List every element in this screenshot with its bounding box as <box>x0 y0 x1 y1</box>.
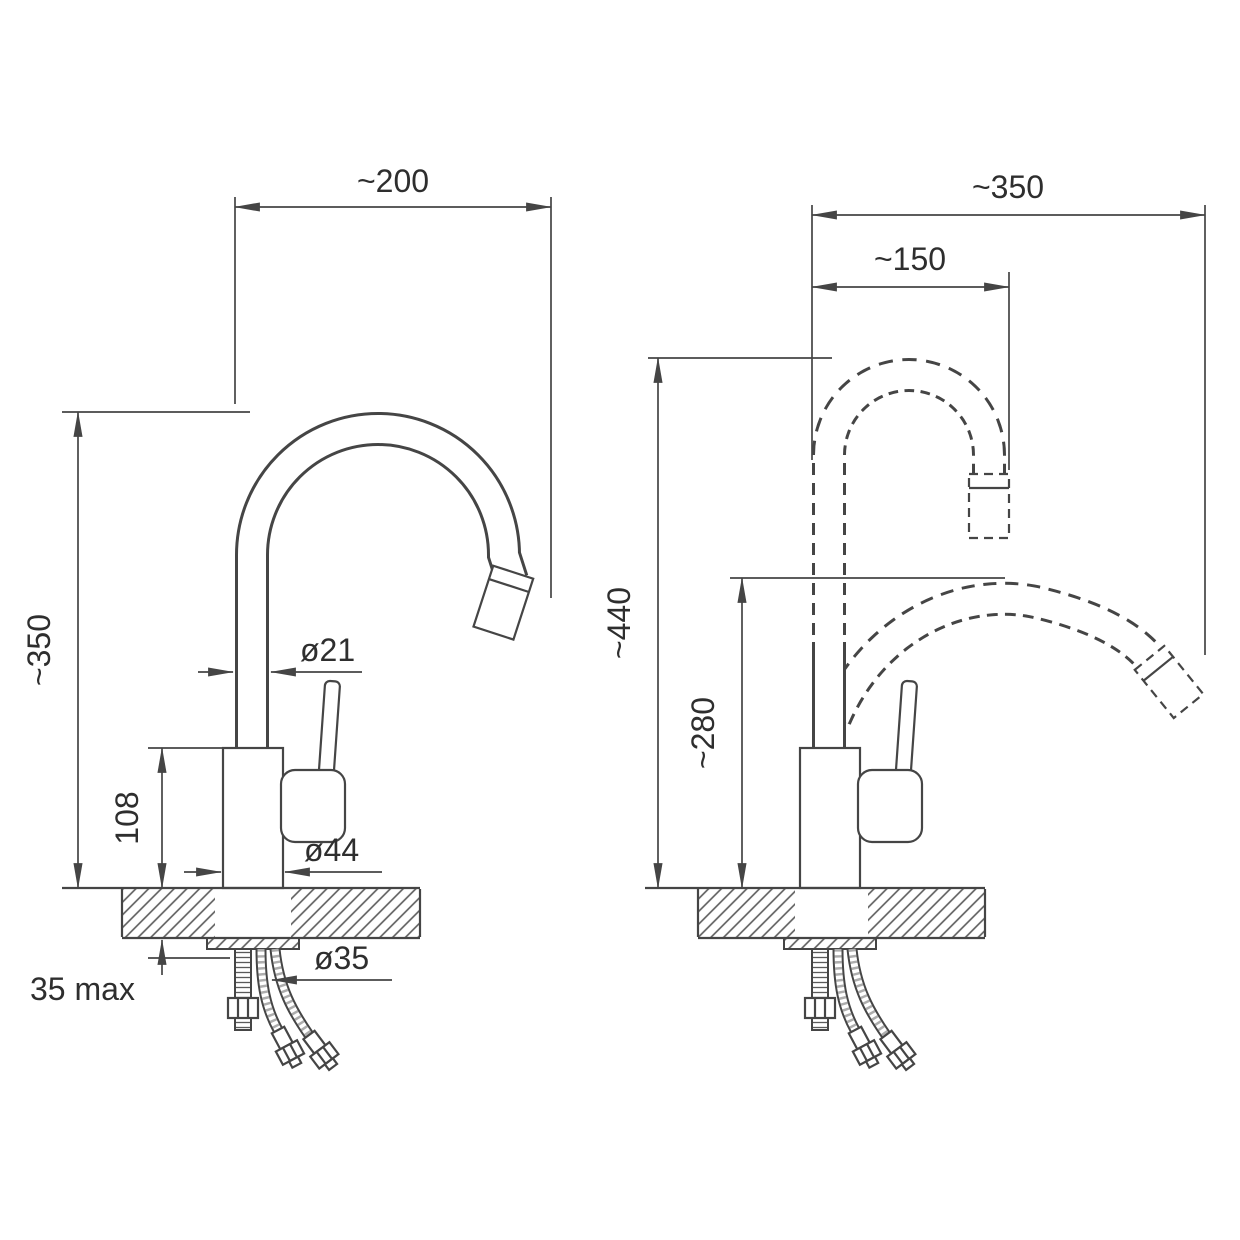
handle-lever <box>894 679 918 777</box>
counter-hatch-right <box>291 889 420 937</box>
mount-nut <box>803 996 837 1020</box>
dim-body-height: 108 <box>109 746 222 890</box>
dim-label-upper-reach: ~150 <box>874 241 946 277</box>
dim-label-max-reach: ~350 <box>972 169 1044 205</box>
supply-hose-2 <box>846 948 917 1072</box>
dim-upper-reach: ~150 <box>810 241 1011 470</box>
right-body <box>798 746 862 890</box>
spout-lowered-fill <box>822 584 1163 724</box>
right-mounting-hardware <box>783 937 917 1072</box>
dim-label-spout-reach: ~200 <box>357 163 429 199</box>
dim-label-mount-hole: ø35 <box>314 940 369 976</box>
spout-raised-fill <box>815 361 1003 655</box>
nozzle-band <box>488 577 530 594</box>
handle-base <box>279 768 347 844</box>
dim-max-height: ~440 <box>601 356 832 890</box>
left-view: ~200 ~350 ø21 108 ø44 ø35 <box>21 163 553 1072</box>
dim-label-body-height: 108 <box>109 791 145 844</box>
dim-mount-hole: ø35 <box>270 940 392 985</box>
handle-lever <box>317 679 341 777</box>
left-body <box>221 746 285 890</box>
mount-washer <box>783 937 877 950</box>
mount-washer <box>206 937 300 950</box>
right-spout-raised-position <box>812 358 1011 655</box>
left-mounting-hardware <box>206 937 340 1072</box>
hose-fitting-2 <box>301 1029 340 1072</box>
right-spout-lowered-position <box>819 581 1205 726</box>
left-handle <box>279 679 347 844</box>
dim-lowered-height: ~280 <box>685 576 1005 890</box>
mount-stud <box>234 948 252 999</box>
dim-max-reach: ~350 <box>810 169 1207 655</box>
left-countertop <box>62 886 422 940</box>
hose-fitting-1 <box>847 1025 883 1070</box>
mount-nut <box>226 996 260 1020</box>
dim-label-counter-thickness: 35 max <box>30 971 135 1007</box>
right-countertop <box>645 886 987 940</box>
dim-label-base-diameter: ø44 <box>304 832 359 868</box>
dim-spout-reach: ~200 <box>233 163 553 598</box>
hose-fitting-1 <box>270 1025 306 1070</box>
left-nozzle <box>472 564 535 641</box>
supply-hose-2 <box>269 948 340 1072</box>
counter-hatch-right <box>868 889 985 937</box>
dim-label-lowered-height: ~280 <box>685 697 721 769</box>
counter-hatch-left <box>122 889 215 937</box>
nozzle-body <box>472 564 535 641</box>
left-spout <box>235 412 529 780</box>
dim-overall-height: ~350 <box>21 410 250 890</box>
mount-stud-tip <box>811 1017 829 1031</box>
hose-fitting-2 <box>878 1029 917 1072</box>
supply-hose-1 <box>255 948 306 1070</box>
nozzle-raised <box>967 472 1011 540</box>
dim-label-tube-diameter: ø21 <box>300 632 355 668</box>
handle-base <box>856 768 924 844</box>
dim-base-diameter: ø44 <box>184 832 382 877</box>
dim-label-max-height: ~440 <box>601 587 637 659</box>
right-view: ~350 ~150 ~440 ~280 <box>601 169 1207 1072</box>
counter-hatch-left <box>698 889 795 937</box>
supply-hose-1 <box>832 948 883 1070</box>
mount-stud <box>811 948 829 999</box>
dim-label-overall-height: ~350 <box>21 614 57 686</box>
mount-stud-tip <box>234 1017 252 1031</box>
dim-tube-diameter: ø21 <box>198 632 362 677</box>
dim-counter-thickness: 35 max <box>30 938 230 1007</box>
spout-fill <box>238 415 526 780</box>
right-handle <box>856 679 924 844</box>
